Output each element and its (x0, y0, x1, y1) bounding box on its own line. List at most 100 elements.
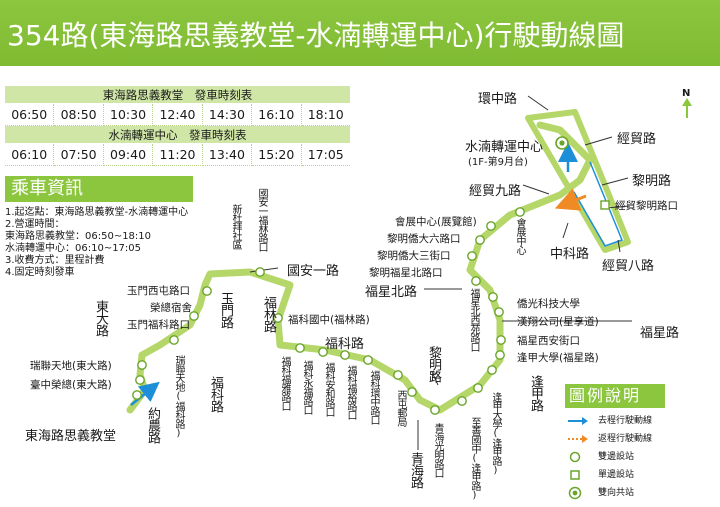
one-side-stop-icon (566, 466, 590, 484)
schedule-time: 08:50 (54, 104, 104, 126)
ride-info: 1.起迄點：東海路思義教堂-水湳轉運中心 2.營運時間： 東海路思義教堂：06:… (5, 207, 188, 279)
schedule-time: 06:50 (5, 104, 55, 126)
road-qinghai: 青海路 (408, 452, 423, 488)
ride-info-line: 2.營運時間： (5, 219, 65, 230)
stop-liming-qiao3: 黎明僑大三街口 (377, 250, 451, 262)
schedule-time: 15:20 (252, 144, 302, 166)
schedule-header: 水湳轉運中心 發車時刻表 (5, 126, 350, 144)
stop-hanxiang: 漢翔公司(星享道) (517, 316, 599, 328)
stop-fuxing-xitun: 福星北西苑路口 (468, 288, 479, 351)
stop-xitun-post: 西屯郵局 (395, 390, 406, 426)
schedule-row: 06:10 07:50 09:40 11:20 13:40 15:20 17:0… (5, 144, 350, 166)
stop-liming-qiao6: 黎明僑大六路口 (387, 233, 461, 245)
legend-label: 雙向共站 (598, 488, 635, 498)
road-yuemen: 玉門路 (218, 292, 233, 328)
stop-fuke-school: 福科國中(福林路) (288, 314, 370, 326)
legend-label: 單邊設站 (598, 470, 635, 480)
return-arrow (554, 188, 587, 211)
road-fulin: 福林路 (261, 296, 276, 332)
ride-info-heading: 乘車資訊 (5, 176, 193, 202)
stop-liming-fuxing: 黎明福星北路口 (369, 267, 443, 279)
one-side-stop (600, 200, 610, 210)
stop-exhibit-vertical: 會展中心 (514, 218, 525, 254)
legend-item: 去程行駛動線 (566, 412, 652, 430)
title-bar: 354路(東海路思義教堂-水湳轉運中心)行駛動線圖 (0, 0, 720, 66)
schedule-time: 10:30 (103, 104, 154, 126)
stop-fuke-fuyu: 福科福裕路口 (345, 365, 356, 419)
stop-fuxing-xian: 福星西安街口 (517, 335, 580, 347)
schedule-time: 07:50 (54, 144, 104, 166)
legend-item: 單邊設站 (566, 466, 652, 484)
stop-qinghai-guangming: 青海光明路口 (432, 423, 443, 477)
ride-info-line: 1.起迄點：東海路思義教堂-水湳轉運中心 (5, 207, 189, 218)
road-jingmao9: 經貿九路 (469, 184, 522, 199)
stop-ruilian-fuke: 瑞聯天地(福科路) (173, 355, 184, 438)
road-jingmao-liming: 經貿黎明路口 (615, 200, 678, 212)
shared-stop-icon (566, 484, 590, 502)
road-jingmao: 經貿路 (617, 132, 657, 147)
stop-fuke-huanzhong: 福科環中路口 (368, 370, 379, 424)
schedule-table-shuinan: 水湳轉運中心 發車時刻表 06:10 07:50 09:40 11:20 13:… (5, 126, 350, 166)
schedule-row: 06:50 08:50 10:30 12:40 14:30 16:10 18:1… (5, 104, 350, 126)
stop-origin: 東海路思義教堂 (25, 429, 117, 444)
road-yuenong: 約農路 (145, 407, 160, 443)
schedule-time: 13:40 (202, 144, 253, 166)
stop-zhishan: 至善國中(逢甲路) (469, 417, 480, 500)
road-liming-south: 黎明路 (426, 346, 441, 382)
legend: 去程行駛動線 返程行駛動線 雙邊設站 單邊設站 雙向共站 (566, 412, 652, 502)
ride-info-line: 東海路思義教堂：06:50~18:10 (5, 231, 152, 242)
page-title: 354路(東海路思義教堂-水湳轉運中心)行駛動線圖 (7, 19, 625, 52)
stop-fengjia-fuxing: 逢甲大學(福星路) (517, 352, 599, 364)
road-liming: 黎明路 (632, 174, 672, 189)
return-arrow-icon (566, 430, 590, 448)
road-fuxing-north: 福星北路 (365, 285, 418, 300)
schedule-time: 18:10 (301, 104, 350, 126)
outbound-arrow-icon (566, 412, 590, 430)
stop-yumen-xitun: 玉門西屯路口 (127, 285, 190, 297)
road-fuke: 福科路 (325, 337, 365, 352)
schedule-table-donghai: 東海路思義教堂 發車時刻表 06:50 08:50 10:30 12:40 14… (5, 86, 350, 126)
two-side-stops (132, 207, 525, 415)
road-huanzhong: 環中路 (478, 92, 518, 107)
schedule-time: 11:20 (153, 144, 203, 166)
stop-guoan-fulin: 國安一福林路口 (256, 188, 267, 251)
ride-info-line: 水湳轉運中心：06:10~17:05 (5, 243, 142, 254)
stop-fengjia-univ: 逢甲大學(逢甲路) (490, 392, 501, 475)
compass-label: N (682, 88, 691, 99)
stop-fuke-anhe: 福科安和路口 (323, 362, 334, 416)
two-side-stop-icon (566, 448, 590, 466)
stop-terminal: 水湳轉運中心 (465, 140, 544, 155)
stop-ruilian: 瑞聯天地(東大路) (30, 360, 112, 372)
schedule-time: 06:10 (5, 144, 55, 166)
stop-fuke-yonghe: 福科永福路口 (301, 360, 312, 414)
stop-qiaoguang: 僑光科技大學 (517, 298, 580, 310)
schedule-time: 09:40 (103, 144, 154, 166)
legend-label: 雙邊設站 (598, 452, 635, 462)
ride-info-line: 3.收費方式：里程計費 (5, 255, 105, 266)
road-donghai: 東大路 (93, 300, 108, 336)
stop-exhibit-junction: 會展中心(展覽館) (395, 216, 477, 228)
stop-fuke-fuya: 福科福雅路口 (279, 356, 290, 410)
stop-rongzong: 榮總宿舍 (150, 302, 192, 314)
road-jingmao8: 經貿八路 (602, 259, 655, 274)
legend-item: 返程行駛動線 (566, 430, 652, 448)
road-guoan1: 國安一路 (287, 264, 340, 279)
stop-yumen-fuke: 玉門福科路口 (127, 319, 190, 331)
stop-xinshe: 新杜拜社區 (230, 204, 241, 249)
road-zhongke: 中科路 (550, 247, 590, 262)
schedule-time: 17:05 (301, 144, 350, 166)
road-fuxing: 福星路 (640, 326, 680, 341)
ride-info-line: 4.固定時刻發車 (5, 267, 75, 278)
legend-label: 返程行駛動線 (598, 434, 653, 444)
stop-taichung-rongzong: 臺中榮總(東大路) (30, 379, 112, 391)
legend-item: 雙向共站 (566, 484, 652, 502)
schedule-time: 12:40 (153, 104, 203, 126)
legend-label: 去程行駛動線 (598, 416, 653, 426)
schedule-time: 16:10 (252, 104, 302, 126)
road-fengjia: 逢甲路 (528, 375, 543, 411)
road-fuke-vertical: 福科路 (208, 376, 223, 412)
legend-heading: 圖例說明 (565, 384, 665, 408)
schedule-time: 14:30 (202, 104, 253, 126)
schedule-header: 東海路思義教堂 發車時刻表 (5, 86, 350, 104)
